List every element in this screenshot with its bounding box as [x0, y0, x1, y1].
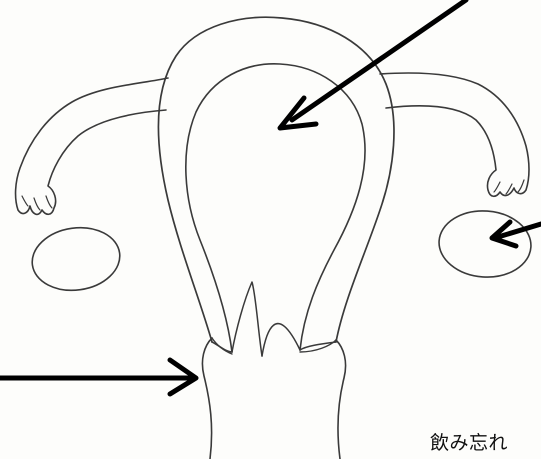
left-ovary [28, 222, 124, 296]
cervix-left [202, 338, 212, 459]
cervix-right [336, 340, 346, 459]
cervix-top-right [300, 340, 336, 352]
arrow-to-uterine-cavity-icon [280, 0, 466, 128]
left-fallopian-tube [16, 78, 168, 214]
cervical-canal-right [262, 324, 300, 356]
right-fallopian-tube [380, 73, 529, 196]
caption-text: 飲み忘れ [430, 432, 508, 454]
uterus-inner-left-wall [212, 342, 232, 352]
left-fimbriae [22, 196, 52, 210]
cervical-canal-left [232, 282, 262, 356]
arrow-to-cervix-icon [0, 360, 196, 394]
right-ovary [437, 208, 533, 280]
uterine-cavity [186, 64, 365, 352]
uterus-outer-wall [158, 17, 394, 342]
right-fimbriae [494, 180, 524, 194]
arrow-to-ovary-icon [492, 222, 541, 246]
